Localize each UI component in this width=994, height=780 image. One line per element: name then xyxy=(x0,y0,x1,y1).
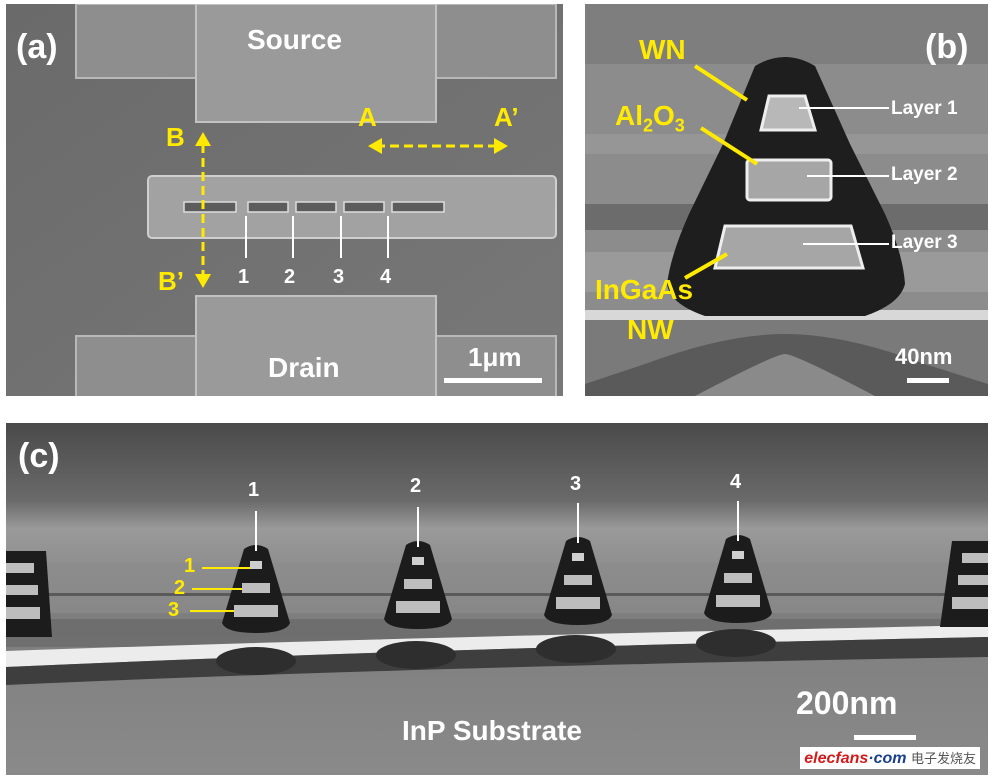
tem-panel-b: (b) WN Al2O3 InGaAs NW Layer 1 Layer 2 L… xyxy=(585,4,988,396)
tem-image-c xyxy=(6,423,988,775)
nw-label: NW xyxy=(627,314,674,345)
layer-marker-1: 1 xyxy=(184,555,196,577)
label-a: A xyxy=(358,102,377,132)
source-label: Source xyxy=(247,24,342,55)
gate-structure-2 xyxy=(384,541,452,629)
tem-image-b xyxy=(585,4,988,396)
label-b-prime: B’ xyxy=(158,266,184,296)
drain-label: Drain xyxy=(268,352,340,383)
gate-structure-4 xyxy=(704,535,772,623)
panel-b-label: (b) xyxy=(925,28,969,66)
al2o3-label: Al2O3 xyxy=(615,100,685,136)
layer-marker-3: 3 xyxy=(168,599,180,621)
watermark: elecfans·com 电子发烧友 xyxy=(800,747,980,769)
wn-label: WN xyxy=(639,34,686,65)
layer-marker-2: 2 xyxy=(174,577,186,599)
scale-label-b: 40nm xyxy=(895,344,953,369)
sem-panel-a: (a) Source Drain A A’ B B’ 1 2 3 4 1μm xyxy=(6,4,563,396)
panel-a-label: (a) xyxy=(16,28,58,66)
tem-panel-c: (c) 1 2 3 4 1 2 3 InP Substrate 200nm el… xyxy=(6,423,988,775)
layer-3-label: Layer 3 xyxy=(891,232,958,253)
sem-image-a xyxy=(6,4,563,396)
marker-3: 3 xyxy=(333,266,345,288)
marker-4: 4 xyxy=(380,266,392,288)
marker-2: 2 xyxy=(284,266,296,288)
scale-label-a: 1μm xyxy=(468,342,522,372)
substrate-label: InP Substrate xyxy=(402,715,582,746)
panel-c-label: (c) xyxy=(18,437,60,475)
marker-1: 1 xyxy=(238,266,250,288)
gate-label-3: 3 xyxy=(570,473,582,495)
gate-label-4: 4 xyxy=(730,471,742,493)
layer-1-label: Layer 1 xyxy=(891,98,958,119)
scale-label-c: 200nm xyxy=(796,685,898,721)
scale-bar-b xyxy=(907,378,949,383)
scale-bar-c xyxy=(854,735,916,740)
gate-label-1: 1 xyxy=(248,479,260,501)
layer-2-label: Layer 2 xyxy=(891,164,958,185)
label-b: B xyxy=(166,122,185,152)
gate-structure-3 xyxy=(544,537,612,625)
ingaas-label: InGaAs xyxy=(595,274,694,305)
scale-bar-a xyxy=(444,378,542,383)
label-a-prime: A’ xyxy=(494,102,519,132)
gate-label-2: 2 xyxy=(410,475,422,497)
